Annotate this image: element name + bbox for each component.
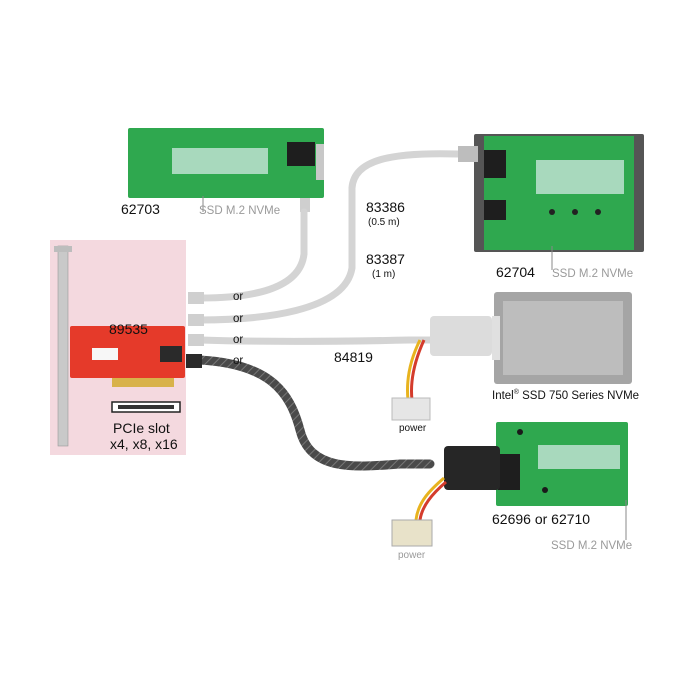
power-label-2: power (398, 550, 426, 561)
power-label-1: power (399, 423, 427, 434)
pcie-card-89535 (70, 326, 185, 387)
or-label-2: or (233, 313, 244, 325)
label-62703-desc: SSD M.2 NVMe (199, 205, 281, 217)
label-62704-desc: SSD M.2 NVMe (552, 268, 634, 280)
label-84819: 84819 (334, 349, 373, 365)
black-connector-pcie (186, 354, 202, 368)
adapter-62703 (128, 128, 324, 212)
or-label-3: or (233, 334, 244, 346)
metal-bracket (54, 245, 72, 447)
label-62704: 62704 (496, 264, 535, 280)
or-label-1: or (233, 291, 244, 303)
intel-reg: ® (513, 389, 519, 396)
label-intel-ssd: Intel® SSD 750 Series NVMe (492, 389, 639, 402)
adapter-62704 (474, 134, 644, 252)
label-62696-desc: SSD M.2 NVMe (551, 540, 633, 552)
label-62696-62710: 62696 or 62710 (492, 511, 591, 527)
label-83387: 83387 (366, 251, 405, 267)
intel-ssd-750 (492, 292, 632, 384)
or-label-4: or (233, 355, 244, 367)
pcie-slot (111, 401, 181, 413)
pointer-lines (202, 196, 627, 540)
grey-cables (196, 150, 474, 345)
grey-cable-connectors (188, 146, 492, 356)
label-83386-len: (0.5 m) (368, 217, 400, 228)
label-62703: 62703 (121, 201, 160, 217)
power-splitter-bottom (391, 476, 447, 547)
label-83386: 83386 (366, 199, 405, 215)
black-connector-u2 (444, 446, 500, 490)
adapter-62696-62710 (496, 422, 628, 506)
label-83387-len: (1 m) (372, 269, 396, 280)
intel-name: SSD 750 Series NVMe (518, 389, 640, 402)
pcie-slot-line2: x4, x8, x16 (110, 436, 178, 452)
label-89535: 89535 (109, 321, 148, 337)
intel-brand: Intel (492, 389, 514, 402)
power-splitter-top (391, 339, 431, 421)
black-braided-cable (195, 355, 435, 471)
pcie-slot-line1: PCIe slot (113, 420, 170, 436)
